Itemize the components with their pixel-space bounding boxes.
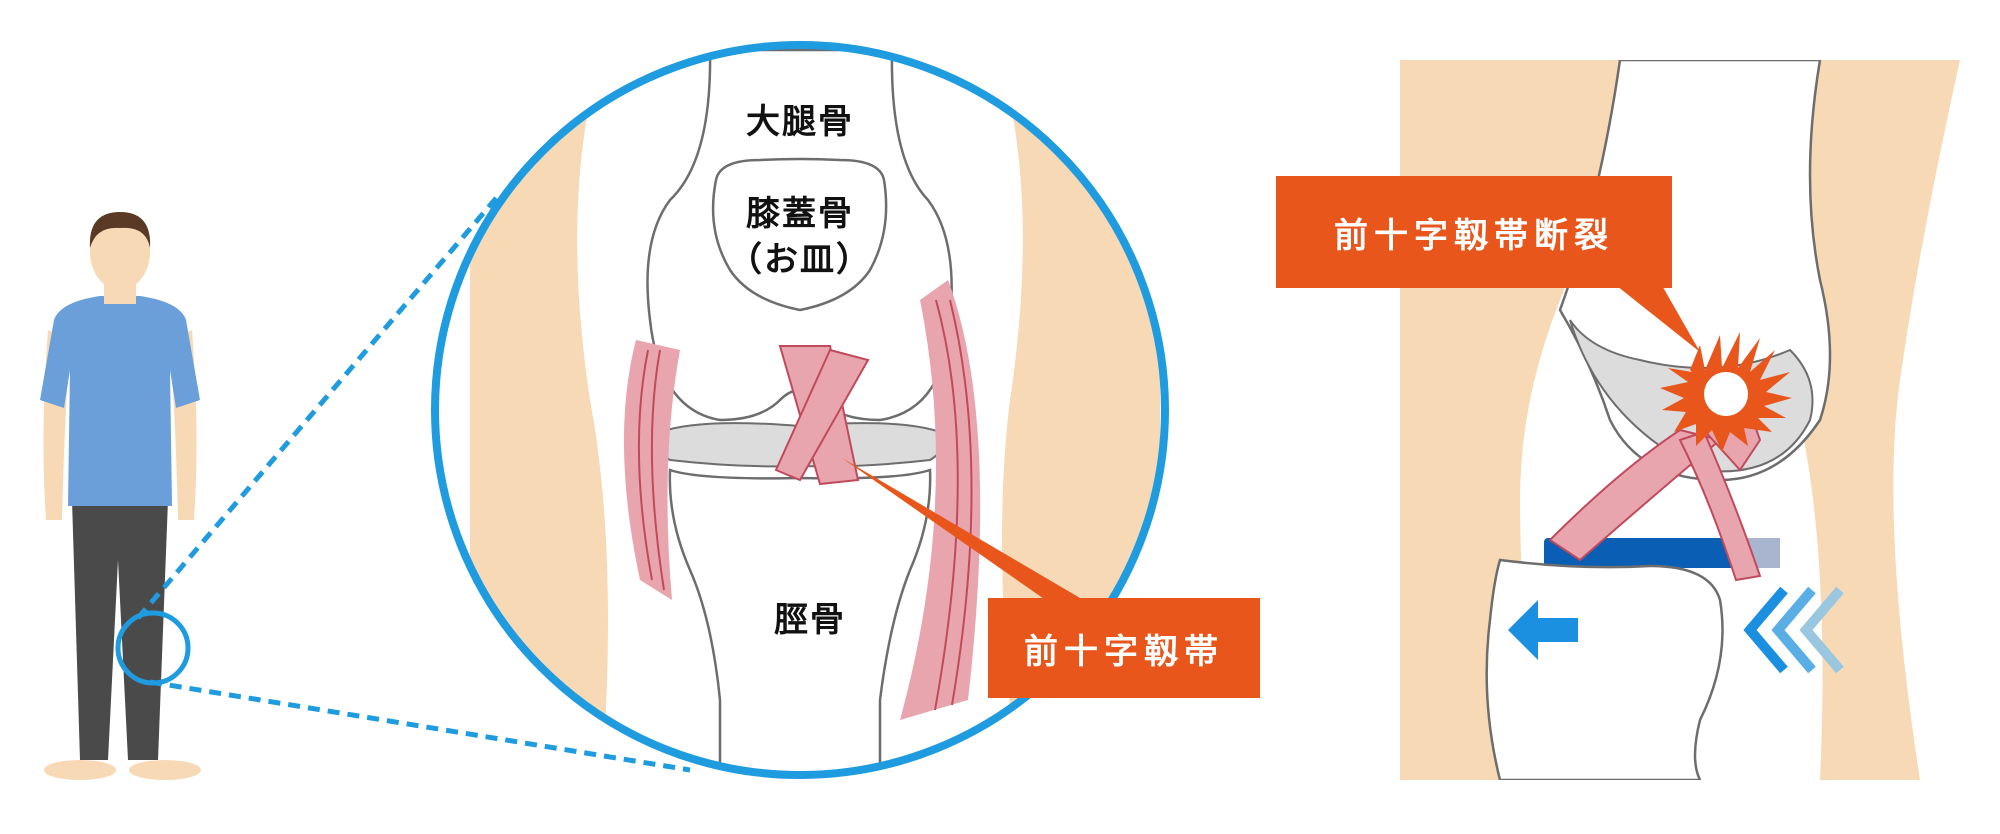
patella bbox=[711, 157, 888, 312]
person-figure bbox=[40, 212, 201, 780]
knee-side-view bbox=[1400, 60, 2000, 780]
knee-anatomy bbox=[470, 48, 1160, 775]
femur-label: 大腿骨 bbox=[746, 102, 854, 142]
arrow-left-icon bbox=[1508, 600, 1578, 660]
acl-pointer bbox=[842, 458, 1080, 624]
acl-callout: 前十字靱帯 bbox=[988, 598, 1260, 698]
acl-torn-strand bbox=[1678, 430, 1762, 582]
zoom-circle-ring bbox=[431, 41, 1169, 779]
hair bbox=[89, 212, 151, 248]
acl-rupture-callout: 前十字靱帯断裂 bbox=[1276, 176, 1672, 288]
lateral-collateral-ligament bbox=[900, 280, 981, 720]
chevron-left-icon bbox=[1743, 586, 1844, 674]
rupture-pointer bbox=[1612, 282, 1700, 352]
left-foot bbox=[44, 760, 116, 780]
tibia-side bbox=[1485, 558, 1724, 780]
right-foot bbox=[129, 760, 201, 780]
patella-label-line2: （お皿） bbox=[728, 240, 872, 280]
shirt bbox=[40, 296, 200, 506]
zoom-line-bottom bbox=[149, 679, 691, 773]
zoom-line-top bbox=[136, 194, 500, 620]
patella-label-line1: 膝蓋骨 bbox=[746, 194, 854, 234]
head bbox=[90, 214, 150, 290]
starburst-icon bbox=[1660, 332, 1792, 452]
acl-band-2 bbox=[774, 348, 870, 482]
skin-left bbox=[470, 60, 608, 775]
tibia-plateau bbox=[1544, 538, 1780, 568]
pants bbox=[72, 500, 168, 760]
tibia-label: 脛骨 bbox=[774, 600, 846, 640]
